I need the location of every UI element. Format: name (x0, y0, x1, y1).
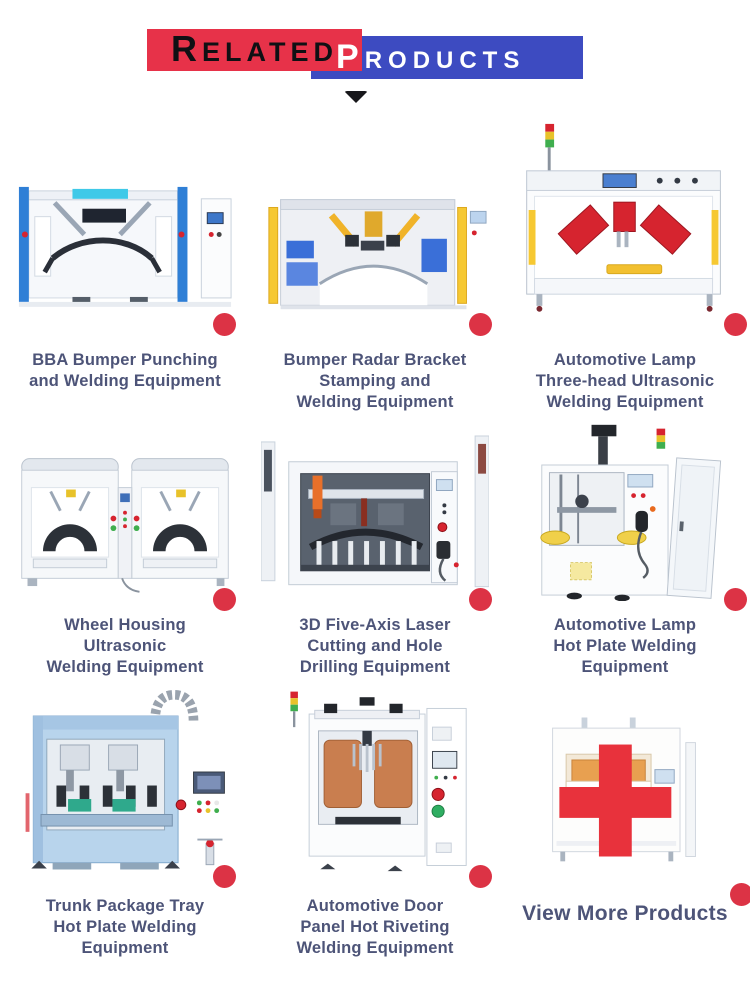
product-title[interactable]: 3D Five-Axis Laser Cutting and Hole Dril… (299, 615, 450, 678)
product-title-line: and Welding Equipment (29, 372, 221, 390)
red-cross-icon (559, 744, 672, 857)
machine-illustration-bumper-radar-icon (267, 199, 487, 310)
product-title-line: Trunk Package Tray (45, 897, 205, 915)
machine-illustration-lamp-hot-plate-icon (540, 425, 722, 601)
product-title-line: Automotive Lamp (553, 351, 697, 369)
product-title[interactable]: Wheel Housing Ultrasonic Welding Equipme… (46, 615, 203, 678)
product-title[interactable]: Trunk Package Tray Hot Plate Welding Equ… (46, 896, 205, 959)
red-dot-icon (469, 313, 492, 336)
product-title-line: Drilling Equipment (299, 658, 451, 676)
view-more-image[interactable] (500, 678, 750, 906)
product-card-bba-bumper[interactable]: BBA Bumper Punching and Welding Equipmen… (0, 112, 250, 413)
product-title-line: Automotive Lamp (553, 616, 697, 634)
view-more-label[interactable]: View More Products (522, 902, 728, 926)
product-title-line: Equipment (581, 658, 669, 676)
red-dot-icon (469, 865, 492, 888)
product-title-line: Welding Equipment (296, 393, 454, 411)
product-image-door-panel[interactable] (250, 678, 500, 888)
product-title-line: Stamping and (319, 372, 431, 390)
product-title[interactable]: Automotive Lamp Three-head Ultrasonic We… (536, 350, 714, 413)
product-title-line: Hot Plate Welding (553, 637, 697, 655)
product-card-lamp-hot-plate[interactable]: Automotive Lamp Hot Plate Welding Equipm… (500, 413, 750, 678)
product-title-line: Welding Equipment (546, 393, 704, 411)
product-title[interactable]: Automotive Lamp Hot Plate Welding Equipm… (553, 615, 696, 678)
product-image-lamp-hot-plate[interactable] (500, 413, 750, 611)
product-image-lamp-ultrasonic[interactable] (500, 112, 750, 338)
product-title[interactable]: BBA Bumper Punching and Welding Equipmen… (29, 350, 221, 392)
product-image-bumper-radar[interactable] (250, 112, 500, 338)
product-title-line: Welding Equipment (46, 658, 204, 676)
product-card-bumper-radar[interactable]: Bumper Radar Bracket Stamping and Weldin… (250, 112, 500, 413)
product-title-line: Equipment (81, 939, 169, 957)
product-title-line: Three-head Ultrasonic (535, 372, 715, 390)
product-title[interactable]: Bumper Radar Bracket Stamping and Weldin… (284, 350, 467, 413)
product-title-line: Welding Equipment (296, 939, 454, 957)
down-arrow-icon (344, 91, 368, 103)
product-title-line: Panel Hot Riveting (300, 918, 450, 936)
product-card-trunk-tray[interactable]: Trunk Package Tray Hot Plate Welding Equ… (0, 678, 250, 959)
machine-illustration-door-panel-icon (289, 691, 467, 872)
product-card-door-panel[interactable]: Automotive Door Panel Hot Riveting Weldi… (250, 678, 500, 959)
product-card-lamp-ultrasonic[interactable]: Automotive Lamp Three-head Ultrasonic We… (500, 112, 750, 413)
machine-illustration-laser-cutting-icon (261, 435, 489, 588)
product-image-trunk-tray[interactable] (0, 678, 250, 888)
machine-illustration-bba-bumper-icon (18, 187, 232, 308)
product-image-wheel-housing[interactable] (0, 413, 250, 611)
product-title-line: Wheel Housing (64, 616, 186, 634)
header-related-text: RELATED (171, 27, 338, 69)
view-more-card[interactable]: View More Products (500, 678, 750, 959)
machine-illustration-wheel-housing-icon (21, 457, 229, 593)
product-card-wheel-housing[interactable]: Wheel Housing Ultrasonic Welding Equipme… (0, 413, 250, 678)
product-title-line: 3D Five-Axis Laser (299, 616, 451, 634)
product-image-bba-bumper[interactable] (0, 112, 250, 338)
product-card-laser-cutting[interactable]: 3D Five-Axis Laser Cutting and Hole Dril… (250, 413, 500, 678)
product-title-line: Ultrasonic (83, 637, 167, 655)
red-dot-icon (469, 588, 492, 611)
red-dot-icon (724, 588, 747, 611)
machine-illustration-view-more-icon (552, 717, 696, 862)
red-dot-icon (724, 313, 747, 336)
related-products-header: RELATED PRODUCTS (0, 0, 750, 112)
product-title-line: BBA Bumper Punching (32, 351, 218, 369)
product-title[interactable]: Automotive Door Panel Hot Riveting Weldi… (296, 896, 453, 959)
product-image-laser-cutting[interactable] (250, 413, 500, 611)
product-title-line: Cutting and Hole (307, 637, 443, 655)
machine-illustration-lamp-ultrasonic-icon (525, 124, 721, 313)
red-dot-icon (213, 865, 236, 888)
red-dot-icon (730, 883, 750, 906)
view-more-text: View More Products (522, 902, 728, 925)
red-dot-icon (213, 588, 236, 611)
header-products-text: PRODUCTS (336, 38, 526, 76)
product-title-line: Hot Plate Welding (53, 918, 197, 936)
header-related-box: RELATED (147, 27, 362, 71)
red-dot-icon (213, 313, 236, 336)
product-title-line: Bumper Radar Bracket (283, 351, 467, 369)
product-title-line: Automotive Door (306, 897, 444, 915)
machine-illustration-trunk-tray-icon (25, 689, 225, 870)
related-products-grid: BBA Bumper Punching and Welding Equipmen… (0, 112, 750, 959)
